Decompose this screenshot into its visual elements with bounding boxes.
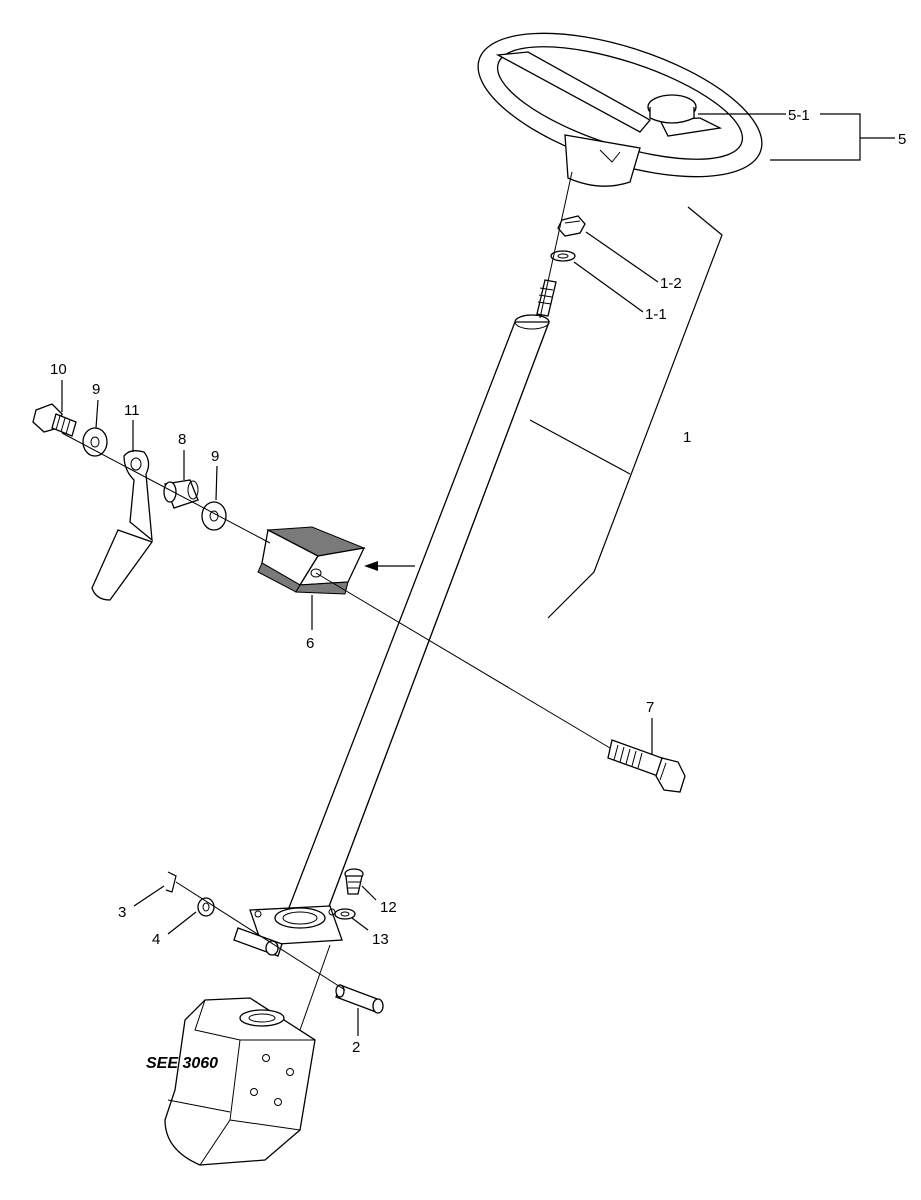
callout-1-2: 1-2 (660, 275, 682, 292)
tilt-lever (91, 450, 154, 601)
pivot-bolt (607, 739, 686, 793)
callout-10: 10 (50, 361, 67, 378)
pivot-pin (335, 984, 384, 1014)
callout-2: 2 (352, 1039, 360, 1056)
callout-8: 8 (178, 431, 186, 448)
callout-6: 6 (306, 635, 314, 652)
see-reference-label: SEE 3060 (146, 1055, 218, 1072)
steering-column-tube (284, 279, 557, 926)
tilt-bracket-block (257, 526, 366, 595)
callout-4: 4 (152, 931, 160, 948)
spacer-sleeve (163, 479, 199, 509)
lever-bolt (32, 403, 77, 437)
column-nut (557, 215, 586, 237)
column-washer (550, 250, 576, 262)
callout-9-outer: 9 (92, 381, 100, 398)
callout-9-inner: 9 (211, 448, 219, 465)
callout-12: 12 (380, 899, 397, 916)
assembly-lines (61, 171, 611, 1031)
flat-washer-4 (197, 897, 215, 917)
callout-11: 11 (124, 402, 140, 419)
lock-washer-13 (334, 908, 356, 920)
screw-12 (344, 868, 364, 895)
bracket-5 (698, 113, 895, 161)
callout-5: 5 (898, 131, 906, 148)
leader-lines (61, 231, 659, 1036)
assembly-arrow (364, 561, 415, 571)
retaining-clip (165, 871, 177, 893)
flat-washer-9-inner (201, 501, 227, 531)
callout-13: 13 (372, 931, 389, 948)
callout-3: 3 (118, 904, 126, 921)
steering-unit-block (164, 997, 316, 1166)
flat-washer-9-outer (82, 427, 108, 457)
bracket-1 (529, 206, 723, 619)
callout-1-1: 1-1 (645, 306, 667, 323)
callout-1: 1 (683, 429, 691, 446)
callout-7: 7 (646, 699, 654, 716)
steering-wheel (477, 32, 763, 187)
callout-5-1: 5-1 (788, 107, 810, 124)
column-base-flange (233, 905, 343, 957)
